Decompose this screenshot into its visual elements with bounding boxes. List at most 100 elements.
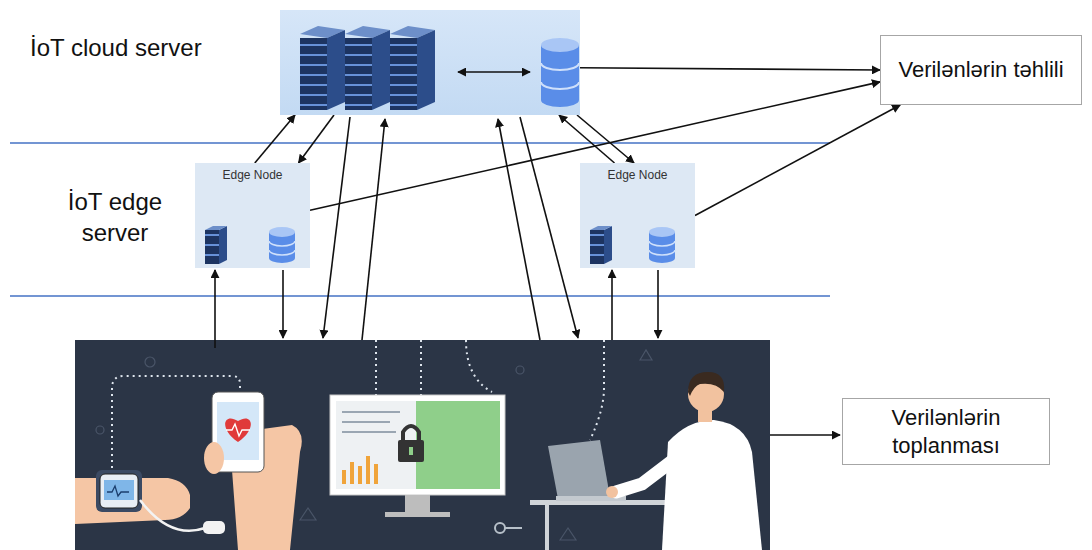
edge-database-icon <box>269 232 295 263</box>
phone-hand <box>217 402 259 460</box>
watch-hand <box>140 500 205 531</box>
secure-monitor <box>505 527 522 529</box>
watch-hand <box>100 474 138 508</box>
layer-heading: İoT cloud server <box>30 34 202 62</box>
analyst-figure <box>606 486 618 498</box>
edge-node-box: Edge Node <box>580 163 695 268</box>
analyst-figure <box>688 372 724 396</box>
phone-hand <box>204 392 302 550</box>
device-panel <box>75 340 770 550</box>
collection-box: Verilənlərin toplanması <box>842 398 1050 465</box>
layer-label: İoT edge server <box>35 186 195 248</box>
watch-hand <box>104 480 134 500</box>
cloud-server-rack <box>390 26 435 38</box>
secure-monitor <box>342 412 400 432</box>
secure-monitor <box>342 431 396 433</box>
phone-hand <box>226 424 250 436</box>
layer-divider <box>10 142 830 144</box>
secure-monitor <box>358 466 362 484</box>
watch-hand <box>203 521 225 534</box>
connector-arrow <box>695 105 900 216</box>
secure-monitor <box>374 464 378 484</box>
device-panel <box>96 426 104 434</box>
edge-server-icon <box>590 226 612 230</box>
analyst-figure <box>530 372 762 550</box>
cloud-server-rack <box>372 30 390 110</box>
dotted-link <box>375 340 377 395</box>
secure-monitor <box>409 447 413 455</box>
cloud-server-rack <box>345 26 390 38</box>
dotted-link <box>466 340 492 392</box>
layer-divider <box>10 143 830 296</box>
connector-arrow <box>255 115 295 163</box>
secure-monitor <box>403 426 419 441</box>
cloud-server-rack <box>390 38 417 110</box>
edge-database-icon <box>649 227 675 237</box>
analyst-figure <box>545 505 549 550</box>
edge-server-icon <box>205 226 227 230</box>
dotted-link <box>420 340 422 395</box>
cloud-server-rack <box>300 26 345 38</box>
node-label: Verilənlərin toplanması <box>853 404 1039 459</box>
edge-server-icon <box>590 230 604 264</box>
data-flow-arrow <box>657 270 659 338</box>
data-flow-arrow <box>282 270 284 338</box>
cloud-database <box>541 38 579 52</box>
device-panel <box>145 357 155 367</box>
phone-hand <box>225 418 251 442</box>
analyst-figure <box>662 420 762 550</box>
cloud-server-box: İoT cloud server <box>280 10 580 115</box>
cloud-server-rack <box>345 38 372 110</box>
secure-monitor <box>342 421 390 423</box>
cloud-server-rack <box>300 38 327 110</box>
watch-hand <box>96 470 142 512</box>
edge-server-icon <box>205 230 219 264</box>
secure-monitor <box>495 523 505 533</box>
edge-server-icon <box>219 226 227 264</box>
secure-monitor <box>330 395 522 533</box>
layer-divider <box>10 295 830 297</box>
data-flow-arrow <box>214 270 216 348</box>
device-panel <box>640 350 652 360</box>
edge-database-icon <box>269 241 295 255</box>
connector-arrow <box>580 68 880 70</box>
secure-monitor <box>342 470 346 484</box>
sync-arrow <box>458 71 530 73</box>
secure-monitor <box>495 523 522 533</box>
secure-monitor <box>342 411 400 413</box>
edge-server-icon <box>205 226 612 264</box>
edge-database-icon <box>269 227 675 263</box>
data-flow-arrow <box>770 434 840 436</box>
connector-arrow <box>299 115 335 163</box>
secure-monitor <box>398 440 424 462</box>
watch-hand <box>107 486 129 496</box>
edge-server-icon <box>604 226 612 264</box>
watch-hand <box>75 470 225 534</box>
secure-monitor <box>330 395 505 495</box>
secure-monitor <box>350 462 354 484</box>
node-label: Edge Node <box>607 168 667 182</box>
device-panel <box>300 508 316 520</box>
cloud-server-rack <box>300 26 435 110</box>
secure-monitor <box>385 512 450 517</box>
data-flow-arrow <box>498 119 540 340</box>
cloud-server-rack <box>327 30 345 110</box>
data-flow-arrow <box>611 270 613 340</box>
edge-database-icon <box>649 241 675 255</box>
node-label: Verilənlərin təhlili <box>898 56 1063 84</box>
cloud-server-rack <box>417 30 435 110</box>
layer-title: İoT cloud server <box>30 34 202 62</box>
analyst-figure <box>616 452 684 492</box>
edge-node-box: Edge Node <box>195 163 310 268</box>
cloud-database <box>541 38 579 107</box>
data-flow-arrow <box>323 117 350 338</box>
phone-hand <box>204 442 224 474</box>
dotted-link <box>590 340 604 440</box>
edge-database-icon <box>649 232 675 263</box>
device-panel <box>75 340 770 550</box>
device-panel <box>560 528 576 540</box>
edge-database-icon <box>269 227 295 237</box>
cloud-database <box>541 63 579 89</box>
data-flow-arrow <box>362 119 385 340</box>
